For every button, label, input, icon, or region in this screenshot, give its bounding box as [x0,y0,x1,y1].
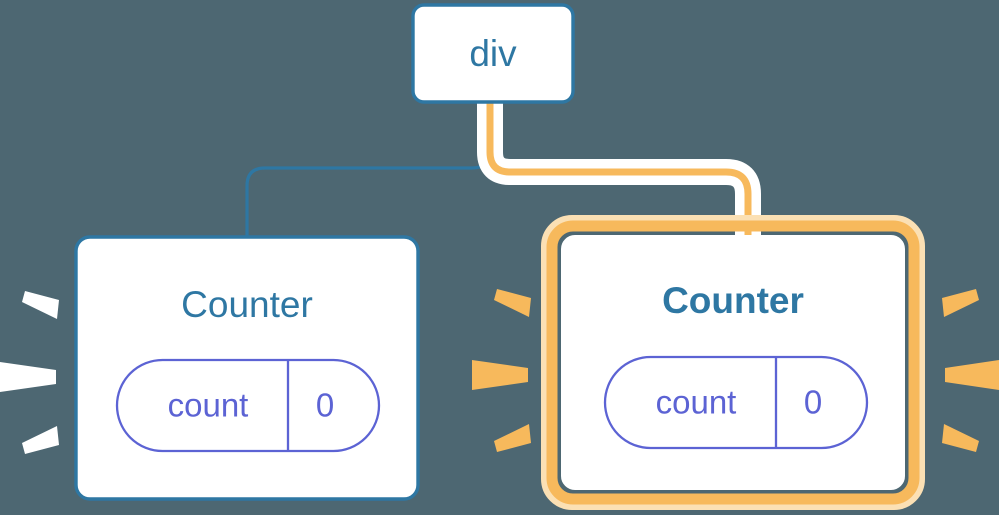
spark-wedge-upper-left-orange [494,289,531,317]
counter-right-box[interactable] [561,235,905,490]
state-pill-outline [603,355,869,450]
counter-left-box[interactable] [74,235,420,501]
counter-left-label: Counter [181,284,313,325]
counter-right[interactable]: Counter count 0 [541,215,925,510]
edge-div-to-right [477,103,761,245]
counter-left-state-pill: count 0 [115,358,381,453]
spark-wedge-lower-left [22,426,59,454]
state-value-label: 0 [316,387,334,424]
counter-right-label: Counter [662,280,804,321]
div-node[interactable]: div [411,3,575,104]
counter-right-sparkles-left [472,289,531,452]
state-key-label: count [168,387,249,424]
counter-right-state-pill: count 0 [603,355,869,450]
counter-right-sparkles-right [942,289,999,452]
div-node-label: div [469,33,517,74]
div-node-box[interactable] [411,3,575,104]
spark-wedge-middle-left [0,362,56,392]
edge-div-to-left [245,101,492,247]
spark-wedge-lower-left-orange [494,424,531,452]
spark-wedge-middle-right-orange [945,360,999,390]
counter-right-highlight-ring [546,220,920,505]
spark-wedge-upper-left [22,291,59,319]
spark-wedge-lower-right-orange [942,424,979,452]
counter-left[interactable]: Counter count 0 [74,235,420,501]
counter-left-sparkles [0,291,59,454]
spark-wedge-middle-left-orange [472,360,528,390]
state-key-label: count [656,384,737,421]
state-pill-outline [115,358,381,453]
spark-wedge-upper-right-orange [942,289,979,317]
state-value-label: 0 [804,384,822,421]
